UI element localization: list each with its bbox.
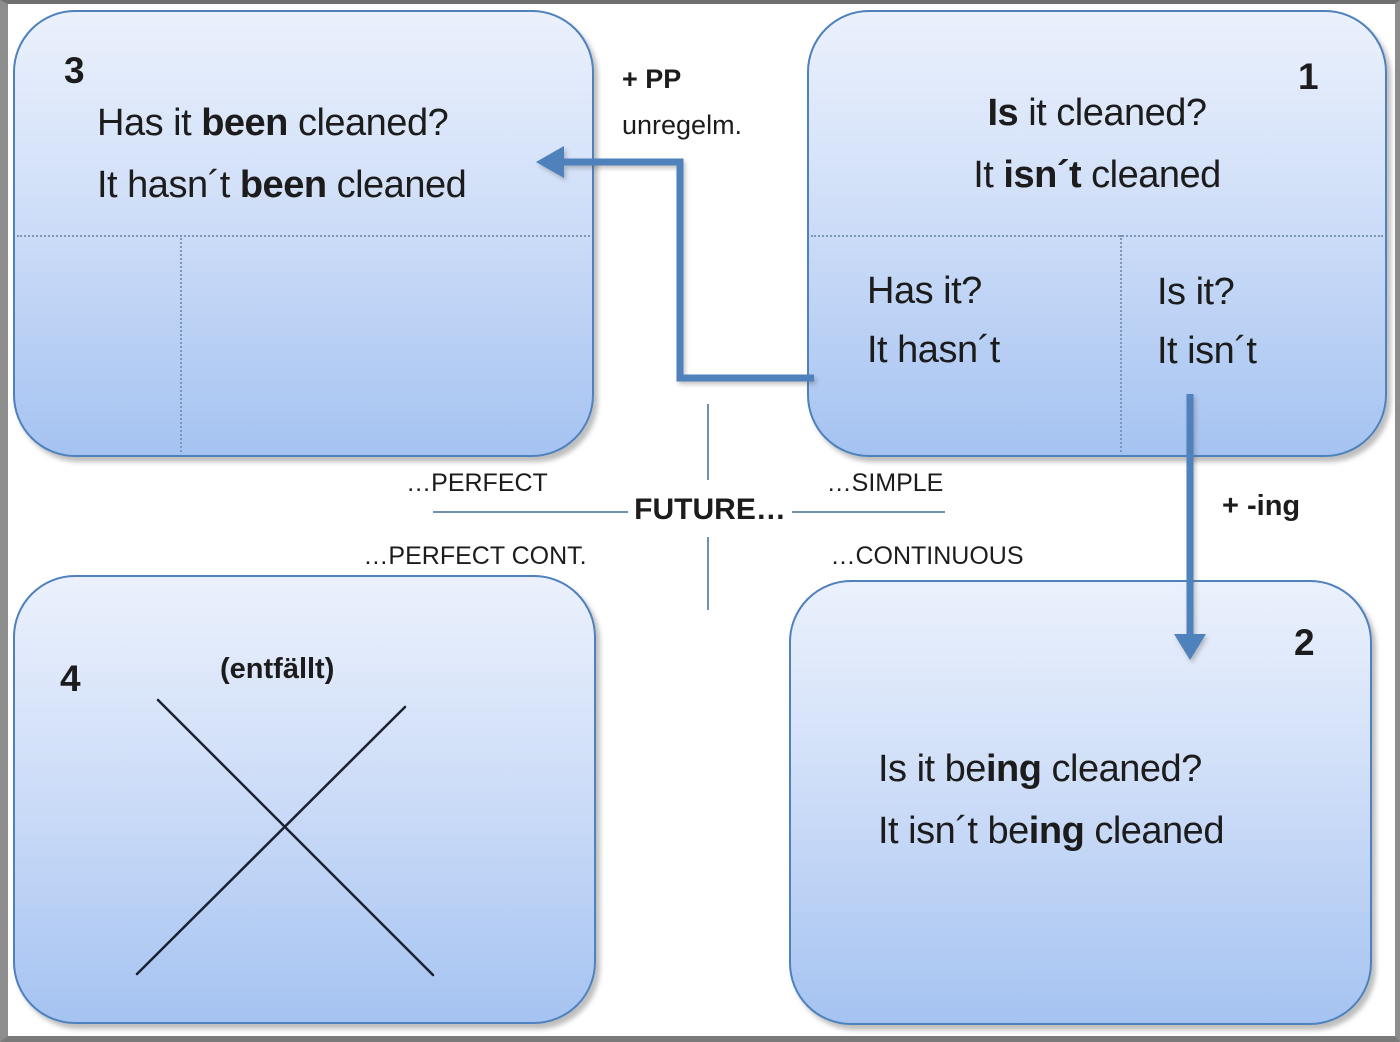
arrow-pp-connector — [560, 158, 814, 382]
box-number: 2 — [1294, 622, 1315, 663]
box-text: Is it being cleaned? It isn´t being clea… — [878, 738, 1224, 862]
box-perfect-continuous: 4 (entfällt) — [13, 575, 596, 1024]
cell-line: It hasn´t — [867, 329, 1000, 371]
sentence-negative: It hasn´t been cleaned — [97, 164, 467, 206]
label-perfect: …PERFECT — [406, 469, 548, 497]
dotted-divider-horizontal — [811, 235, 1383, 237]
cell-present-simple-short: Is it? It isn´t — [1157, 263, 1257, 381]
box-text: Is it cleaned? It isn´t cleaned — [809, 82, 1385, 206]
sentence-question: Is it being cleaned? — [878, 748, 1202, 790]
sentence-question: Is it cleaned? — [987, 92, 1207, 134]
box-perfect: 3 Has it been cleaned? It hasn´t been cl… — [13, 10, 594, 457]
label-future-hub: FUTURE… — [634, 493, 786, 526]
cell-line: Has it? — [867, 270, 982, 312]
box-number: 4 — [60, 658, 81, 699]
label-plus-ing: + -ing — [1222, 490, 1301, 522]
label-perfect-cont: …PERFECT CONT. — [363, 542, 587, 570]
dotted-divider-vertical — [180, 235, 182, 452]
label-unregelm: unregelm. — [622, 110, 743, 140]
sentence-negative: It isn´t being cleaned — [878, 810, 1224, 852]
label-plus-pp: + PP — [622, 64, 682, 94]
dotted-divider-horizontal — [17, 235, 590, 237]
slide-canvas: 3 Has it been cleaned? It hasn´t been cl… — [8, 4, 1395, 1036]
label-continuous: …CONTINUOUS — [830, 542, 1024, 570]
sentence-question: Has it been cleaned? — [97, 102, 449, 144]
sentence-negative: It isn´t cleaned — [973, 154, 1221, 196]
cell-line: It isn´t — [1157, 330, 1257, 372]
cell-line: Is it? — [1157, 271, 1235, 313]
box-continuous: 2 Is it being cleaned? It isn´t being cl… — [789, 580, 1372, 1025]
box-number: 1 — [1298, 56, 1319, 97]
label-simple: …SIMPLE — [826, 469, 944, 497]
box-text: Has it been cleaned? It hasn´t been clea… — [97, 92, 467, 216]
omitted-note: (entfällt) — [220, 653, 335, 685]
box-simple: 1 Is it cleaned? It isn´t cleaned Has it… — [807, 10, 1387, 457]
dotted-divider-vertical — [1120, 235, 1122, 452]
box-number: 3 — [64, 50, 85, 91]
cell-present-perfect-short: Has it? It hasn´t — [867, 262, 1000, 380]
